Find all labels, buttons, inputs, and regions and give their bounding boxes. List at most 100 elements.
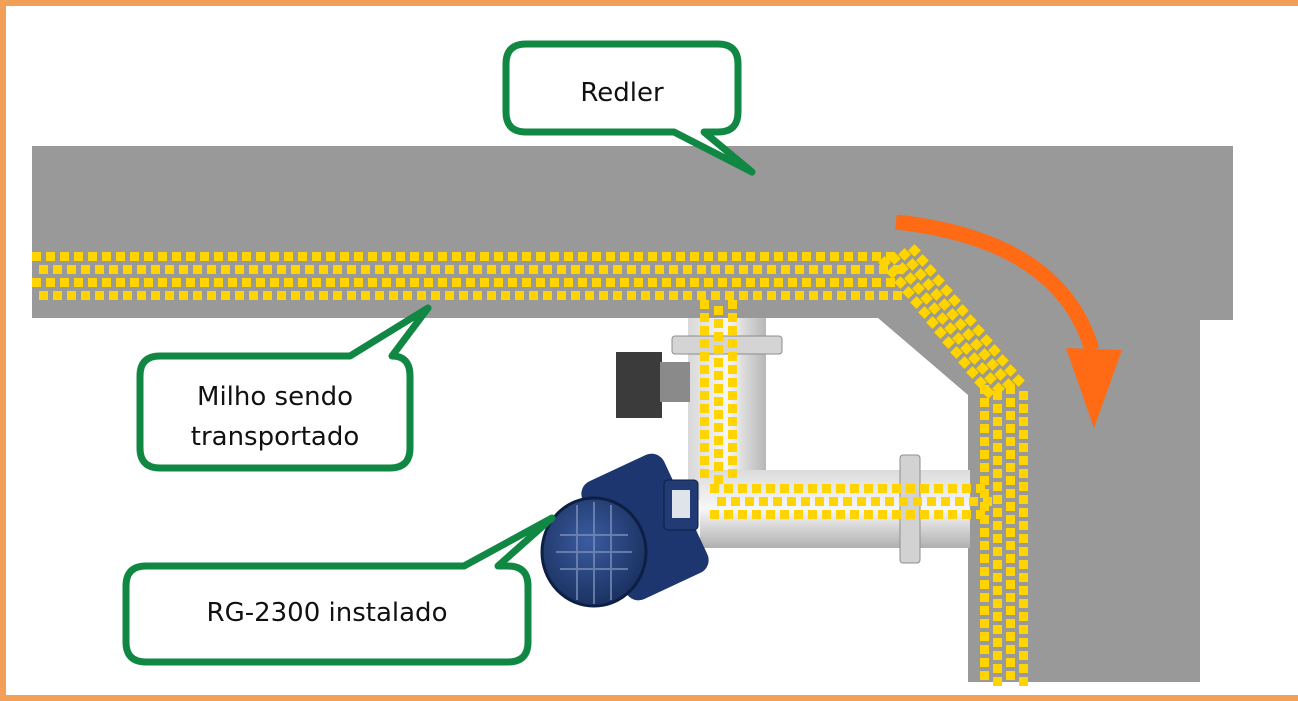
grain-kernel [172, 278, 181, 287]
grain-kernel [60, 278, 69, 287]
redler-label: Redler [580, 78, 664, 108]
grain-kernel [962, 510, 971, 519]
grain-kernel [634, 252, 643, 261]
grain-kernel [980, 424, 989, 433]
grain-kernel [1006, 502, 1015, 511]
grain-kernel [690, 252, 699, 261]
grain-kernel [732, 252, 741, 261]
grain-kernel [564, 252, 573, 261]
grain-kernel [710, 510, 719, 519]
grain-kernel [714, 358, 723, 367]
grain-kernel [452, 252, 461, 261]
grain-kernel [144, 252, 153, 261]
grain-kernel [452, 278, 461, 287]
grain-kernel [424, 252, 433, 261]
grain-kernel [850, 484, 859, 493]
grain-kernel [179, 265, 188, 274]
grain-kernel [766, 510, 775, 519]
grain-kernel [487, 265, 496, 274]
grain-kernel [312, 278, 321, 287]
grain-kernel [536, 278, 545, 287]
grain-kernel [816, 278, 825, 287]
grain-kernel [753, 291, 762, 300]
grain-kernel [1006, 398, 1015, 407]
grain-kernel [714, 475, 723, 484]
grain-kernel [466, 252, 475, 261]
grain-kernel [697, 291, 706, 300]
grain-kernel [759, 497, 768, 506]
grain-kernel [700, 456, 709, 465]
grain-kernel [728, 300, 737, 309]
grain-kernel [354, 252, 363, 261]
grain-kernel [728, 326, 737, 335]
grain-kernel [766, 484, 775, 493]
grain-kernel [844, 252, 853, 261]
grain-kernel [207, 265, 216, 274]
grain-kernel [536, 252, 545, 261]
grain-kernel [724, 510, 733, 519]
grain-kernel [522, 278, 531, 287]
grain-kernel [228, 278, 237, 287]
grain-kernel [683, 291, 692, 300]
grain-kernel [717, 497, 726, 506]
grain-kernel [382, 252, 391, 261]
grain-kernel [298, 252, 307, 261]
grain-kernel [980, 567, 989, 576]
grain-kernel [1019, 456, 1028, 465]
grain-kernel [501, 291, 510, 300]
grain-kernel [788, 278, 797, 287]
grain-kernel [1006, 645, 1015, 654]
grain-kernel [700, 339, 709, 348]
grain-kernel [700, 404, 709, 413]
grain-kernel [858, 278, 867, 287]
grain-kernel [207, 291, 216, 300]
grain-kernel [1006, 619, 1015, 628]
grain-kernel [767, 265, 776, 274]
grain-kernel [830, 252, 839, 261]
grain-kernel [627, 291, 636, 300]
grain-kernel [102, 252, 111, 261]
grain-kernel [913, 497, 922, 506]
grain-kernel [32, 278, 41, 287]
grain-kernel [95, 265, 104, 274]
grain-kernel [993, 534, 1002, 543]
grain-kernel [67, 265, 76, 274]
grain-kernel [158, 278, 167, 287]
grain-kernel [165, 265, 174, 274]
grain-kernel [60, 252, 69, 261]
grain-kernel [599, 291, 608, 300]
grain-kernel [886, 278, 895, 287]
grain-kernel [892, 484, 901, 493]
grain-kernel [980, 645, 989, 654]
grain-kernel [1006, 489, 1015, 498]
grain-kernel [808, 484, 817, 493]
grain-kernel [137, 291, 146, 300]
grain-kernel [714, 306, 723, 315]
grain-kernel [815, 497, 824, 506]
pipe-side-flange [899, 454, 921, 564]
grain-kernel [710, 484, 719, 493]
grain-kernel [746, 278, 755, 287]
grain-kernel [39, 265, 48, 274]
grain-kernel [760, 278, 769, 287]
grain-kernel [340, 278, 349, 287]
grain-kernel [1006, 463, 1015, 472]
grain-kernel [993, 417, 1002, 426]
grain-kernel [1019, 417, 1028, 426]
grain-kernel [529, 265, 538, 274]
grain-kernel [613, 265, 622, 274]
grain-kernel [641, 265, 650, 274]
grain-kernel [714, 345, 723, 354]
grain-kernel [676, 278, 685, 287]
grain-kernel [823, 265, 832, 274]
grain-kernel [81, 291, 90, 300]
grain-kernel [263, 265, 272, 274]
grain-kernel [550, 252, 559, 261]
grain-kernel [700, 391, 709, 400]
grain-kernel [1019, 664, 1028, 673]
grain-kernel [1006, 593, 1015, 602]
grain-kernel [648, 278, 657, 287]
grain-kernel [172, 252, 181, 261]
grain-kernel [543, 291, 552, 300]
grain-kernel [700, 430, 709, 439]
